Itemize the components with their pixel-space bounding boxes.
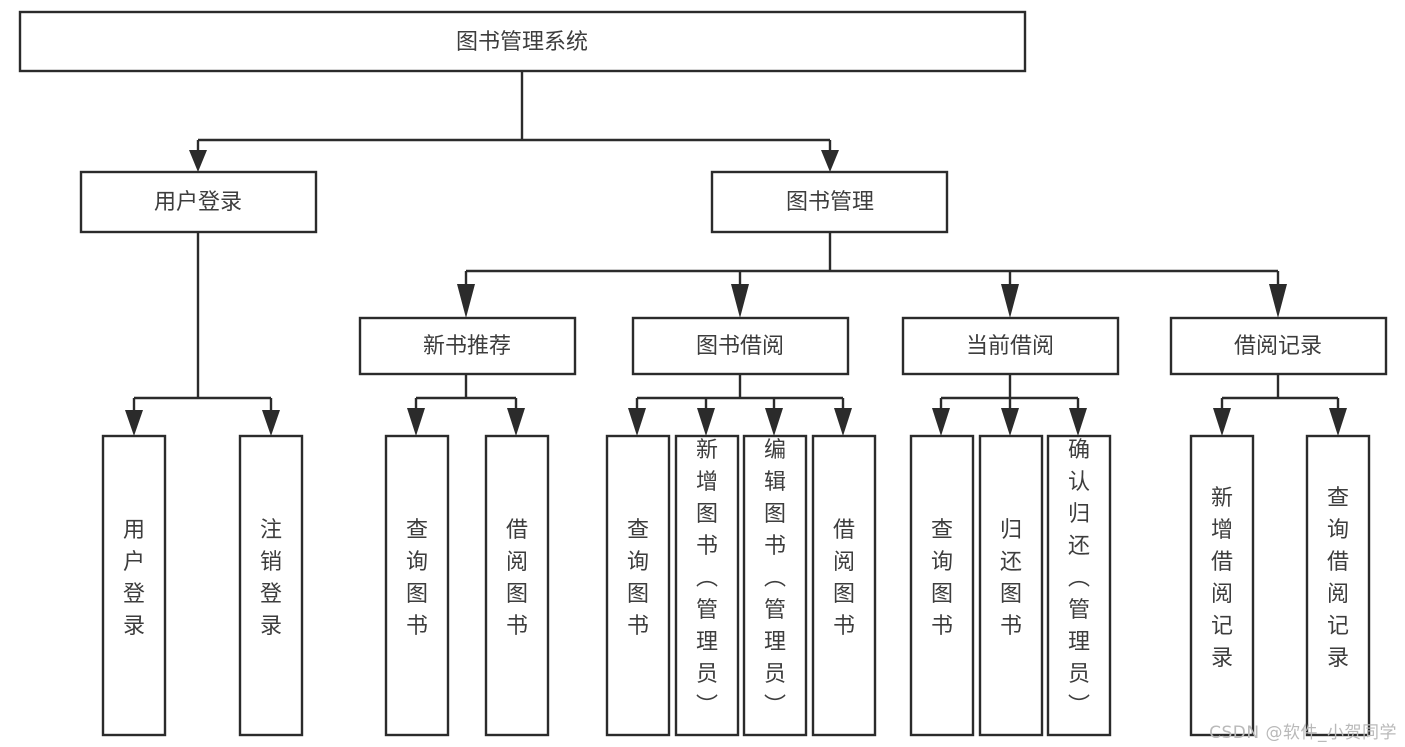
csdn-watermark: CSDN @软件_小贺同学 <box>1209 723 1397 743</box>
arrowhead-bookmgmt-borrow <box>731 284 749 318</box>
node-leaf-borrow-book-1-label: 借阅图书 <box>506 518 528 639</box>
arrowhead-records-leaf-2 <box>1329 408 1347 436</box>
arrowhead-current-leaf-3 <box>1069 408 1087 436</box>
node-bookmgmt-box[interactable] <box>710 170 949 234</box>
node-leaf-user-logout-label: 注销登录 <box>260 518 282 639</box>
node-newbook[interactable]: 新书推荐 <box>358 316 577 376</box>
node-leaf-borrow-book-2[interactable]: 借阅图书 <box>811 434 877 737</box>
node-leaf-edit-book-box[interactable] <box>742 434 808 737</box>
node-records-box[interactable] <box>1169 316 1388 376</box>
node-leaf-query-book-3-box[interactable] <box>909 434 975 737</box>
arrowhead-newbook-leaf-1 <box>407 408 425 436</box>
arrowhead-current-leaf-1 <box>932 408 950 436</box>
node-records-label: 借阅记录 <box>1234 334 1322 359</box>
node-leaf-confirm-return-label: 确认归还︵管理员︶ <box>1068 438 1090 719</box>
node-current-box[interactable] <box>901 316 1120 376</box>
node-login-box[interactable] <box>79 170 318 234</box>
node-current[interactable]: 当前借阅 <box>901 316 1120 376</box>
arrowhead-borrow-leaf-1 <box>628 408 646 436</box>
node-leaf-add-book-label: 新增图书︵管理员︶ <box>696 438 718 719</box>
arrowhead-bookmgmt-records <box>1269 284 1287 318</box>
leaf-layer: 用户登录 注销登录 查询图书 借阅图书 查询图书 新增图书︵管理员︶ <box>101 434 1371 737</box>
node-leaf-query-book-3[interactable]: 查询图书 <box>909 434 975 737</box>
node-leaf-query-book-2[interactable]: 查询图书 <box>605 434 671 737</box>
node-leaf-user-logout[interactable]: 注销登录 <box>238 434 304 737</box>
arrowhead-bookmgmt-newbook <box>457 284 475 318</box>
arrowhead-current-leaf-2 <box>1001 408 1019 436</box>
node-borrow-box[interactable] <box>631 316 850 376</box>
node-leaf-query-book-1-label: 查询图书 <box>406 518 428 639</box>
node-current-label: 当前借阅 <box>966 334 1054 359</box>
node-newbook-box[interactable] <box>358 316 577 376</box>
node-root-box[interactable] <box>18 10 1027 73</box>
node-leaf-query-record[interactable]: 查询借阅记录 <box>1305 434 1371 737</box>
node-newbook-label: 新书推荐 <box>423 334 511 359</box>
node-leaf-confirm-return-box[interactable] <box>1046 434 1112 737</box>
node-leaf-borrow-book-1[interactable]: 借阅图书 <box>484 434 550 737</box>
arrowhead-bookmgmt-current <box>1001 284 1019 318</box>
connector-layer <box>125 71 1347 436</box>
node-leaf-query-record-label: 查询借阅记录 <box>1327 486 1349 671</box>
arrowhead-borrow-leaf-3 <box>765 408 783 436</box>
node-login-label: 用户登录 <box>154 190 242 215</box>
arrowhead-root-to-bookmgmt <box>821 150 839 172</box>
node-leaf-add-record[interactable]: 新增借阅记录 <box>1189 434 1255 737</box>
arrowhead-login-leaf-2 <box>262 410 280 436</box>
node-login[interactable]: 用户登录 <box>79 170 318 234</box>
node-leaf-add-book-box[interactable] <box>674 434 740 737</box>
arrowhead-records-leaf-1 <box>1213 408 1231 436</box>
node-borrow-label: 图书借阅 <box>696 334 784 359</box>
arrowhead-root-to-login <box>189 150 207 172</box>
node-root-label: 图书管理系统 <box>456 30 588 55</box>
node-leaf-edit-book-label: 编辑图书︵管理员︶ <box>764 438 786 719</box>
node-leaf-query-book-3-label: 查询图书 <box>931 518 953 639</box>
node-leaf-query-book-1-box[interactable] <box>384 434 450 737</box>
node-leaf-return-book-label: 归还图书 <box>1000 518 1022 639</box>
node-leaf-user-login-label: 用户登录 <box>123 518 145 639</box>
node-leaf-return-book-box[interactable] <box>978 434 1044 737</box>
node-leaf-user-login[interactable]: 用户登录 <box>101 434 167 737</box>
node-leaf-borrow-book-2-box[interactable] <box>811 434 877 737</box>
arrowhead-borrow-leaf-4 <box>834 408 852 436</box>
node-leaf-query-book-1[interactable]: 查询图书 <box>384 434 450 737</box>
node-leaf-user-login-box[interactable] <box>101 434 167 737</box>
node-leaf-query-record-box[interactable] <box>1305 434 1371 737</box>
node-leaf-user-logout-box[interactable] <box>238 434 304 737</box>
arrowhead-login-leaf-1 <box>125 410 143 436</box>
node-leaf-query-book-2-label: 查询图书 <box>627 518 649 639</box>
node-leaf-add-book[interactable]: 新增图书︵管理员︶ <box>674 434 740 737</box>
node-leaf-edit-book[interactable]: 编辑图书︵管理员︶ <box>742 434 808 737</box>
node-leaf-add-record-label: 新增借阅记录 <box>1211 486 1233 671</box>
node-borrow[interactable]: 图书借阅 <box>631 316 850 376</box>
node-bookmgmt-label: 图书管理 <box>786 190 874 215</box>
arrowhead-newbook-leaf-2 <box>507 408 525 436</box>
node-leaf-borrow-book-1-box[interactable] <box>484 434 550 737</box>
node-leaf-borrow-book-2-label: 借阅图书 <box>833 518 855 639</box>
node-records[interactable]: 借阅记录 <box>1169 316 1388 376</box>
arrowhead-borrow-leaf-2 <box>697 408 715 436</box>
node-leaf-query-book-2-box[interactable] <box>605 434 671 737</box>
node-leaf-return-book[interactable]: 归还图书 <box>978 434 1044 737</box>
node-leaf-confirm-return[interactable]: 确认归还︵管理员︶ <box>1046 434 1112 737</box>
node-leaf-add-record-box[interactable] <box>1189 434 1255 737</box>
node-bookmgmt[interactable]: 图书管理 <box>710 170 949 234</box>
node-root[interactable]: 图书管理系统 <box>18 10 1027 73</box>
